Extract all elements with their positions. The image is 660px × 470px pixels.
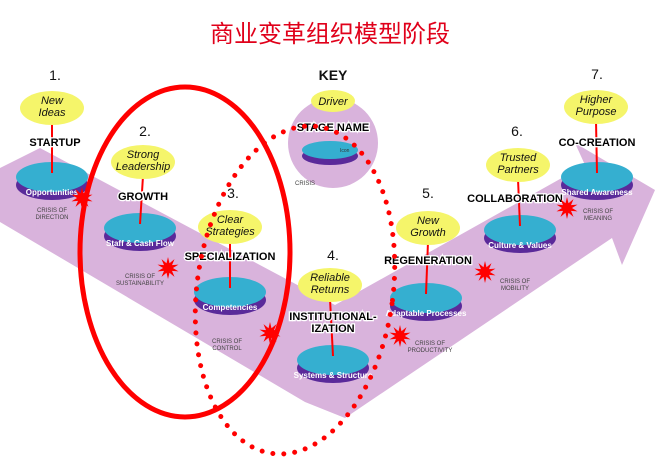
driver-text: Reliable xyxy=(310,272,350,284)
key-crisis: CRISIS xyxy=(295,181,315,187)
disc-label: Shared Awareness xyxy=(561,188,633,197)
crisis-label: DIRECTION xyxy=(36,215,69,221)
driver-bubble xyxy=(111,145,175,179)
stage-name: GROWTH xyxy=(118,191,168,203)
driver-bubble xyxy=(564,90,628,124)
stage-number: 3. xyxy=(227,185,239,201)
stage-number: 1. xyxy=(49,67,61,83)
crisis-label: PRODUCTIVITY xyxy=(408,348,453,354)
key-driver: Driver xyxy=(318,96,349,108)
driver-text: Trusted xyxy=(500,152,537,164)
stage-disc xyxy=(561,162,633,192)
driver-text: Partners xyxy=(497,164,539,176)
driver-text: New xyxy=(417,215,440,227)
stage-name: COLLABORATION xyxy=(467,193,563,205)
driver-text: Strong xyxy=(127,149,160,161)
crisis-label: CRISIS OF xyxy=(500,279,530,285)
key-icon-label: Icon xyxy=(340,148,350,154)
stage-disc xyxy=(297,345,369,375)
key-legend: KEY Driver STAGE NAME Icon CRISIS xyxy=(288,67,378,188)
stage-number: 6. xyxy=(511,123,523,139)
driver-arrow xyxy=(517,178,521,227)
stage-disc xyxy=(484,215,556,245)
driver-arrow xyxy=(139,175,144,225)
driver-text: Purpose xyxy=(576,106,617,118)
crisis-star-icon xyxy=(474,261,496,283)
driver-text: New xyxy=(41,95,64,107)
stage-number: 2. xyxy=(139,123,151,139)
key-heading: KEY xyxy=(319,67,348,83)
driver-bubble xyxy=(198,210,262,244)
disc-label: Staff & Cash Flow xyxy=(106,239,175,248)
disc-label: Adaptable Processes xyxy=(386,309,467,318)
driver-bubble xyxy=(486,148,550,182)
stage-name: STARTUP xyxy=(29,137,80,149)
stage-name: INSTITUTIONAL- xyxy=(289,311,377,323)
crisis-star-icon xyxy=(259,322,281,344)
driver-bubble xyxy=(298,268,362,302)
crisis-label: CRISIS OF xyxy=(37,208,67,214)
crisis-label: CRISIS OF xyxy=(415,341,445,347)
crisis-label: CONTROL xyxy=(212,346,242,352)
stage-name: CO-CREATION xyxy=(559,137,636,149)
crisis-label: MOBILITY xyxy=(501,286,529,292)
driver-text: Higher xyxy=(580,94,614,106)
stage-name: SPECIALIZATION xyxy=(185,251,276,263)
driver-bubble xyxy=(396,211,460,245)
driver-text: Ideas xyxy=(39,107,66,119)
dotted-highlight-ellipse xyxy=(192,123,398,457)
stage-name: REGENERATION xyxy=(384,255,472,267)
driver-text: Clear xyxy=(217,214,245,226)
crisis-label: CRISIS OF xyxy=(212,339,242,345)
stage-number: 5. xyxy=(422,185,434,201)
stage-name: IZATION xyxy=(311,323,354,335)
stage-number: 7. xyxy=(591,66,603,82)
driver-bubble xyxy=(20,91,84,125)
page-title: 商业变革组织模型阶段 xyxy=(210,20,450,48)
crisis-label: MEANING xyxy=(584,216,612,222)
driver-text: Returns xyxy=(311,284,350,296)
driver-arrow xyxy=(329,298,334,357)
disc-label: Systems & Structure xyxy=(294,371,373,380)
driver-arrow xyxy=(595,120,598,174)
crisis-star-icon xyxy=(556,197,578,219)
stage-disc xyxy=(16,162,88,192)
crisis-label: CRISIS OF xyxy=(125,274,155,280)
stage-disc xyxy=(194,277,266,307)
disc-label: Competencies xyxy=(203,303,258,312)
crisis-star-icon xyxy=(157,257,179,279)
driver-text: Strategies xyxy=(205,226,255,238)
crisis-star-icon xyxy=(389,325,411,347)
crisis-label: SUSTAINABILITY xyxy=(116,281,164,287)
disc-label: Culture & Values xyxy=(488,241,552,250)
driver-text: Leadership xyxy=(116,161,170,173)
key-stage-name: STAGE NAME xyxy=(297,122,370,134)
crisis-star-icon xyxy=(71,187,93,209)
crisis-label: CRISIS OF xyxy=(583,209,613,215)
stage-disc xyxy=(390,283,462,313)
driver-text: Growth xyxy=(410,227,445,239)
stage-number: 4. xyxy=(327,247,339,263)
disc-label: Opportunities xyxy=(26,188,79,197)
stage-disc xyxy=(104,213,176,243)
driver-arrow xyxy=(425,241,429,295)
red-highlight-ellipse xyxy=(77,84,293,420)
